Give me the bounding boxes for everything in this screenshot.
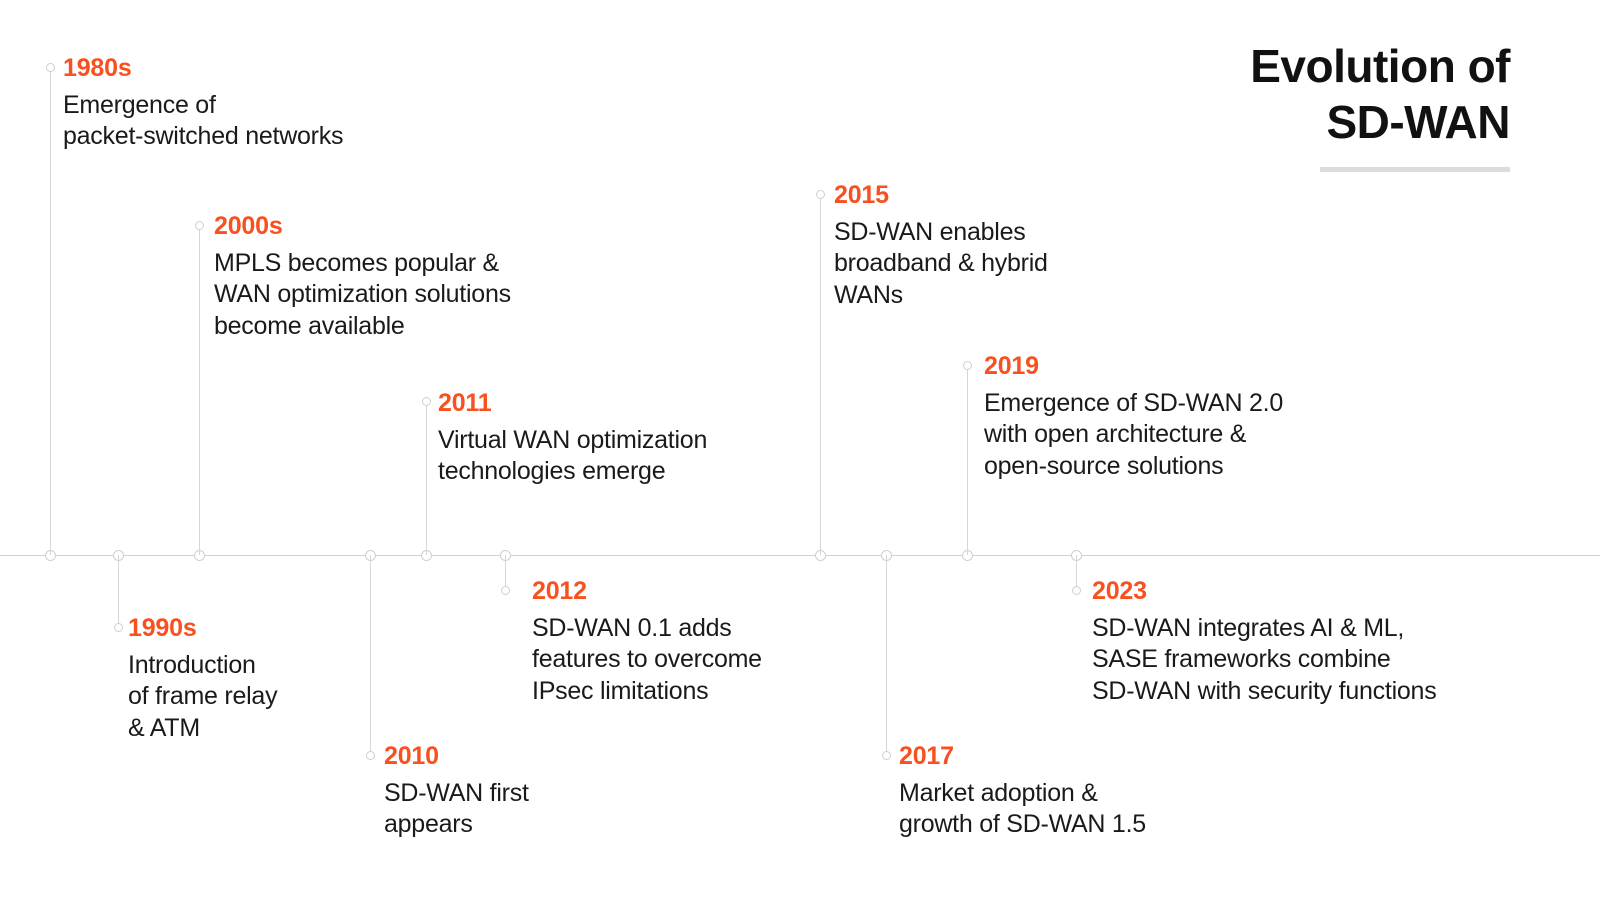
event-year: 2017 (899, 742, 954, 770)
connector-cap-dot-1990s (113, 622, 123, 632)
connector-cap-dot-2015 (815, 189, 825, 199)
event-description: Virtual WAN optimization technologies em… (438, 425, 708, 486)
connector-1980s (50, 67, 51, 555)
event-year: 2012 (532, 577, 587, 605)
connector-cap-dot-2000s (194, 220, 204, 230)
event-description: SD-WAN first appears (384, 778, 529, 839)
connector-cap-dot-1980s (45, 62, 55, 72)
connector-1990s (118, 555, 119, 627)
event-description: Introduction of frame relay & ATM (128, 650, 278, 742)
event-description: SD-WAN enables broadband & hybrid WANs (834, 217, 1048, 309)
event-year: 2023 (1092, 577, 1147, 605)
event-year: 1980s (63, 54, 132, 82)
event-description: SD-WAN integrates AI & ML, SASE framewor… (1092, 613, 1437, 705)
event-year: 2010 (384, 742, 439, 770)
event-description: Market adoption & growth of SD-WAN 1.5 (899, 778, 1146, 839)
title-underline-rule (1320, 167, 1510, 173)
event-year: 2015 (834, 181, 889, 209)
event-description: MPLS becomes popular & WAN optimization … (214, 248, 511, 340)
connector-2023 (1076, 555, 1077, 590)
connector-cap-dot-2010 (365, 750, 375, 760)
event-year: 2000s (214, 212, 283, 240)
event-description: SD-WAN 0.1 adds features to overcome IPs… (532, 613, 762, 705)
event-year: 1990s (128, 614, 197, 642)
event-year: 2011 (438, 389, 492, 417)
connector-2019 (967, 365, 968, 555)
connector-cap-dot-2012 (500, 585, 510, 595)
connector-2000s (199, 225, 200, 555)
connector-2015 (820, 194, 821, 555)
timeline-axis (0, 555, 1600, 556)
connector-2017 (886, 555, 887, 755)
connector-cap-dot-2017 (881, 750, 891, 760)
page-title: Evolution of SD-WAN (990, 38, 1511, 173)
event-year: 2019 (984, 352, 1039, 380)
event-description: Emergence of SD-WAN 2.0 with open archit… (984, 388, 1283, 480)
connector-2011 (426, 401, 427, 555)
connector-2012 (505, 555, 506, 590)
connector-2010 (370, 555, 371, 755)
title-line-2: SD-WAN (1326, 96, 1510, 149)
connector-cap-dot-2023 (1071, 585, 1081, 595)
connector-cap-dot-2019 (962, 360, 972, 370)
title-line-1: Evolution of (1250, 40, 1510, 92)
connector-cap-dot-2011 (421, 396, 431, 406)
event-description: Emergence of packet-switched networks (63, 90, 344, 151)
